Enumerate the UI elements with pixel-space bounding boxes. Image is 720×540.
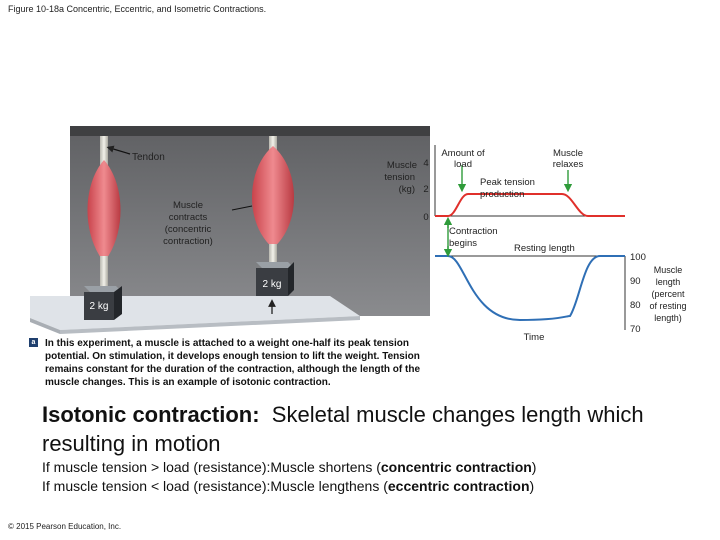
peak-tension-line1: Peak tension [480, 177, 535, 188]
figure-title: Figure 10-18a Concentric, Eccentric, and… [8, 4, 267, 14]
amount-of-load-line1: Amount of [441, 148, 485, 159]
length-axis-label-line2: length [656, 277, 681, 287]
peak-tension-line2: production [480, 189, 524, 200]
relaxed-muscle [87, 136, 121, 286]
length-axis-label-line1: Muscle [654, 265, 683, 275]
tendon-label: Tendon [132, 152, 165, 163]
length-axis-label-line5: length) [654, 313, 682, 323]
rule-concentric-suffix: ) [531, 459, 537, 475]
rule-eccentric-term: eccentric contraction [387, 478, 530, 494]
weight-block-lifted [256, 262, 294, 314]
amount-of-load-line2: load [454, 159, 472, 170]
contracts-label-line3: (concentric [165, 224, 212, 235]
tension-tick-0: 0 [423, 212, 428, 223]
length-tick-70: 70 [630, 324, 641, 335]
length-tick-90: 90 [630, 276, 641, 287]
rule-concentric-prefix: If muscle tension > load (resistance):Mu… [42, 459, 381, 475]
weight-label-floor: 2 kg [90, 301, 109, 312]
panel-badge: a [29, 338, 38, 347]
headline: Isotonic contraction: Skeletal muscle ch… [42, 400, 702, 458]
muscle-relaxes-line2: relaxes [553, 159, 584, 170]
tension-axis-label-line3: (kg) [399, 184, 415, 195]
length-tick-100: 100 [630, 252, 646, 263]
contracts-pointer [231, 205, 253, 211]
tension-curve [435, 193, 625, 217]
length-curve [435, 255, 625, 322]
contracts-label-line2: contracts [169, 212, 208, 223]
contraction-begins-line1: Contraction [449, 226, 498, 237]
tendon-pointer [106, 145, 131, 155]
weight-block-floor [84, 286, 122, 320]
length-axis-label-line4: of resting [649, 301, 686, 311]
muscle-relaxes-line1: Muscle [553, 148, 583, 159]
contracts-label-line4: contraction) [163, 236, 213, 247]
figure-caption: In this experiment, a muscle is attached… [45, 338, 420, 388]
time-axis-label: Time [524, 332, 545, 343]
tension-tick-2: 2 [423, 184, 428, 195]
rule-eccentric: If muscle tension < load (resistance):Mu… [42, 478, 534, 494]
rule-concentric: If muscle tension > load (resistance):Mu… [42, 459, 536, 475]
rule-concentric-term: concentric contraction [380, 459, 532, 475]
figure-illustration: Tendon Muscle contracts (concentric cont… [30, 126, 687, 343]
contraction-begins-line2: begins [449, 238, 477, 249]
length-tick-80: 80 [630, 300, 641, 311]
rule-eccentric-prefix: If muscle tension < load (resistance):Mu… [42, 478, 388, 494]
tension-axis-label-line1: Muscle [387, 160, 417, 171]
headline-description: Skeletal muscle changes length which res… [42, 402, 644, 456]
tension-tick-4: 4 [423, 158, 428, 169]
contracted-muscle [252, 136, 294, 264]
contracts-label-line1: Muscle [173, 200, 203, 211]
copyright-notice: © 2015 Pearson Education, Inc. [8, 522, 122, 531]
headline-term: Isotonic contraction: [42, 402, 260, 427]
rule-eccentric-suffix: ) [529, 478, 535, 494]
tension-axis-label-line2: tension [384, 172, 415, 183]
length-axis-label-line3: (percent [651, 289, 685, 299]
illustration-background [70, 126, 430, 316]
resting-length-label: Resting length [514, 243, 575, 254]
support-bar [70, 126, 430, 136]
weight-label-lifted: 2 kg [263, 279, 282, 290]
